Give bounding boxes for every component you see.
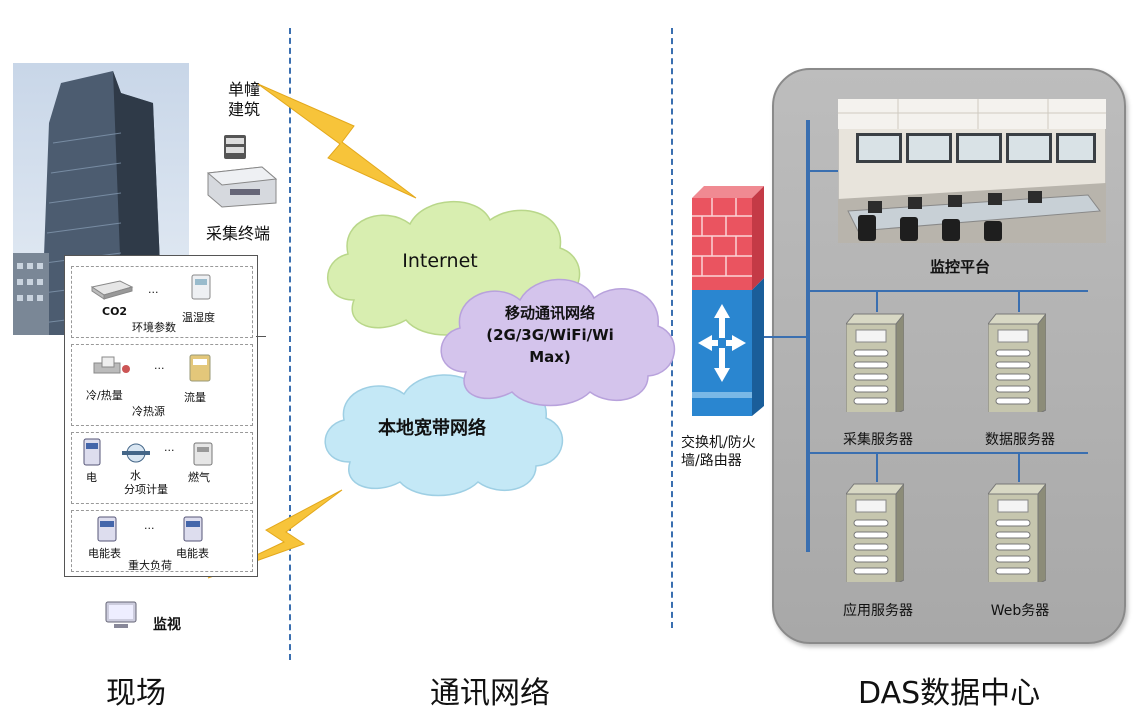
energy-meter-icon — [183, 516, 203, 542]
item-water: 水 — [130, 469, 141, 482]
item-heat: 冷/热量 — [86, 389, 123, 402]
field-box-connector — [256, 336, 266, 337]
item-co2: CO2 — [102, 305, 128, 318]
energy-meter-icon — [97, 516, 117, 542]
control-room-image — [838, 99, 1106, 243]
divider-site-network — [289, 28, 291, 660]
ellipsis: ... — [164, 441, 175, 454]
item-flow: 流量 — [184, 391, 206, 404]
ellipsis: ... — [154, 359, 165, 372]
drop-4 — [1018, 452, 1020, 482]
monitor-icon — [105, 601, 137, 628]
section-title-network: 通讯网络 — [430, 676, 550, 711]
web-server-icon — [988, 483, 1046, 582]
divider-network-datacenter — [671, 28, 673, 628]
section-title-site: 现场 — [106, 676, 166, 711]
electric-meter-icon — [83, 438, 101, 466]
platform-label: 监控平台 — [930, 258, 991, 276]
lightning-bolt-top-icon — [258, 83, 417, 199]
collection-server-label: 采集服务器 — [843, 432, 913, 448]
mobile-network-cloud-icon — [440, 278, 676, 407]
drop-2 — [1018, 290, 1020, 312]
building-label: 单幢 建筑 — [228, 80, 261, 119]
terminal-device-icon — [206, 135, 278, 208]
drop-1 — [876, 290, 878, 312]
item-temp-humidity: 温湿度 — [182, 311, 215, 324]
ellipsis: ... — [148, 283, 159, 296]
bus-row-1 — [808, 290, 1088, 292]
item-electric: 电 — [86, 471, 97, 484]
field-devices-box: ... CO2 温湿度 环境参数 ... 冷/热量 流量 冷热源 — [64, 255, 258, 577]
broadband-cloud-icon — [324, 374, 564, 497]
application-server-label: 应用服务器 — [843, 603, 913, 619]
item-energy-meter-1: 电能表 — [88, 547, 121, 560]
caption-heat-source: 冷热源 — [132, 405, 165, 418]
ellipsis: ... — [144, 519, 155, 532]
field-row-environment: ... CO2 温湿度 环境参数 — [71, 266, 253, 338]
flow-meter-icon — [189, 354, 211, 382]
terminal-label: 采集终端 — [206, 224, 271, 243]
monitor-label: 监视 — [153, 617, 181, 633]
field-row-major-load: ... 电能表 电能表 重大负荷 — [71, 510, 253, 572]
lightning-bolt-bottom-icon — [207, 489, 343, 579]
data-server-icon — [988, 313, 1046, 412]
internet-label: Internet — [402, 250, 478, 272]
item-gas: 燃气 — [188, 471, 210, 484]
section-title-datacenter: DAS数据中心 — [858, 676, 1041, 711]
caption-environment: 环境参数 — [132, 321, 176, 334]
web-server-label: Web务器 — [990, 603, 1050, 619]
field-row-heat-source: ... 冷/热量 流量 冷热源 — [71, 344, 253, 426]
firewall-router-icon — [692, 186, 764, 416]
collection-server-icon — [846, 313, 904, 412]
drop-3 — [876, 452, 878, 482]
application-server-icon — [846, 483, 904, 582]
heat-meter-icon — [93, 356, 130, 374]
switch-label: 交换机/防火 墙/路由器 — [681, 435, 756, 469]
bus-row-2 — [808, 452, 1088, 454]
link-switch-bus — [764, 336, 808, 338]
mobile-network-label: 移动通讯网络 (2G/3G/WiFi/Wi Max) — [486, 304, 614, 366]
field-row-sub-metering: ... 电 水 燃气 分项计量 — [71, 432, 253, 504]
gas-meter-icon — [193, 442, 213, 466]
humidity-sensor-icon — [191, 274, 211, 300]
link-platform-bus — [808, 170, 840, 172]
main-bus-line — [806, 120, 810, 552]
co2-sensor-icon — [90, 280, 134, 300]
data-server-label: 数据服务器 — [985, 432, 1055, 448]
caption-major-load: 重大负荷 — [128, 559, 172, 572]
item-energy-meter-2: 电能表 — [176, 547, 209, 560]
broadband-label: 本地宽带网络 — [378, 418, 486, 439]
water-meter-icon — [122, 443, 150, 463]
caption-sub-metering: 分项计量 — [124, 483, 168, 496]
